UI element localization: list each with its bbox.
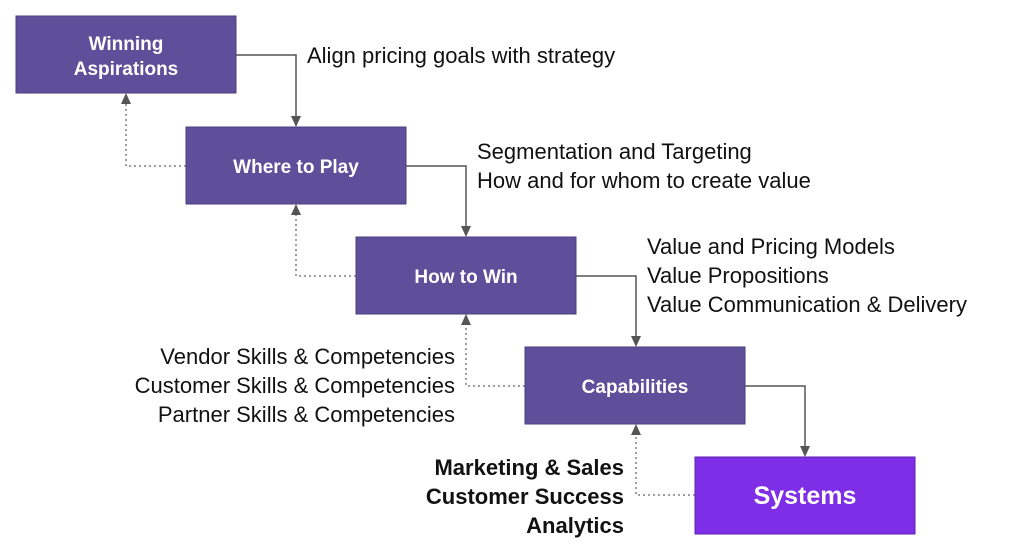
box-capabilities: Capabilities [524, 346, 746, 425]
box-label: How to Win [414, 267, 517, 288]
solid-arrows [236, 54, 810, 457]
arrowhead-icon [291, 204, 301, 215]
feedback-sys-to-cap [635, 434, 695, 496]
arrowhead-icon [461, 314, 471, 325]
annotation-line: Value Propositions [647, 263, 829, 288]
feedback-cap-to-htw [465, 324, 525, 387]
box-label: Capabilities [582, 377, 689, 398]
arrowhead-icon [291, 116, 301, 127]
box-label: Systems [754, 482, 857, 510]
feedback-wtp-to-wa [125, 103, 186, 167]
box-how-to-win: How to Win [355, 236, 577, 315]
annotation-line: Customer Skills & Competencies [135, 373, 455, 398]
box-label: Aspirations [74, 59, 179, 80]
annotation-capabilities: Vendor Skills & Competencies Customer Sk… [135, 344, 455, 427]
arrowhead-icon [121, 93, 131, 104]
arrowhead-icon [631, 336, 641, 347]
box-label: Where to Play [233, 157, 359, 178]
annotation-line: Value and Pricing Models [647, 234, 895, 259]
annotation-line: Analytics [526, 513, 624, 538]
annotation-line: Vendor Skills & Competencies [160, 344, 455, 369]
feedback-htw-to-wtp [295, 214, 356, 277]
arrow-htw-to-cap [576, 275, 637, 337]
arrow-wtp-to-htw [406, 165, 467, 227]
annotation-line: Customer Success [426, 484, 624, 509]
annotation-line: Segmentation and Targeting [477, 139, 752, 164]
arrow-cap-to-sys [745, 385, 806, 447]
annotation-how-to-win: Value and Pricing Models Value Propositi… [647, 234, 967, 317]
box-systems: Systems [694, 456, 916, 535]
box-where-to-play: Where to Play [185, 126, 407, 205]
feedback-arrows [121, 93, 695, 496]
annotation-line: Value Communication & Delivery [647, 292, 967, 317]
annotation-line: Align pricing goals with strategy [307, 43, 615, 68]
box-label: Winning [89, 34, 164, 55]
annotation-winning-aspirations: Align pricing goals with strategy [307, 43, 615, 68]
annotation-systems: Marketing & Sales Customer Success Analy… [426, 455, 624, 538]
box-winning-aspirations: Winning Aspirations [15, 15, 237, 94]
arrow-wa-to-wtp [236, 54, 297, 117]
annotation-line: How and for whom to create value [477, 168, 811, 193]
annotation-where-to-play: Segmentation and Targeting How and for w… [477, 139, 811, 193]
arrowhead-icon [461, 226, 471, 237]
arrowhead-icon [800, 446, 810, 457]
annotation-line: Marketing & Sales [434, 455, 624, 480]
annotation-line: Partner Skills & Competencies [158, 402, 455, 427]
arrowhead-icon [631, 424, 641, 435]
